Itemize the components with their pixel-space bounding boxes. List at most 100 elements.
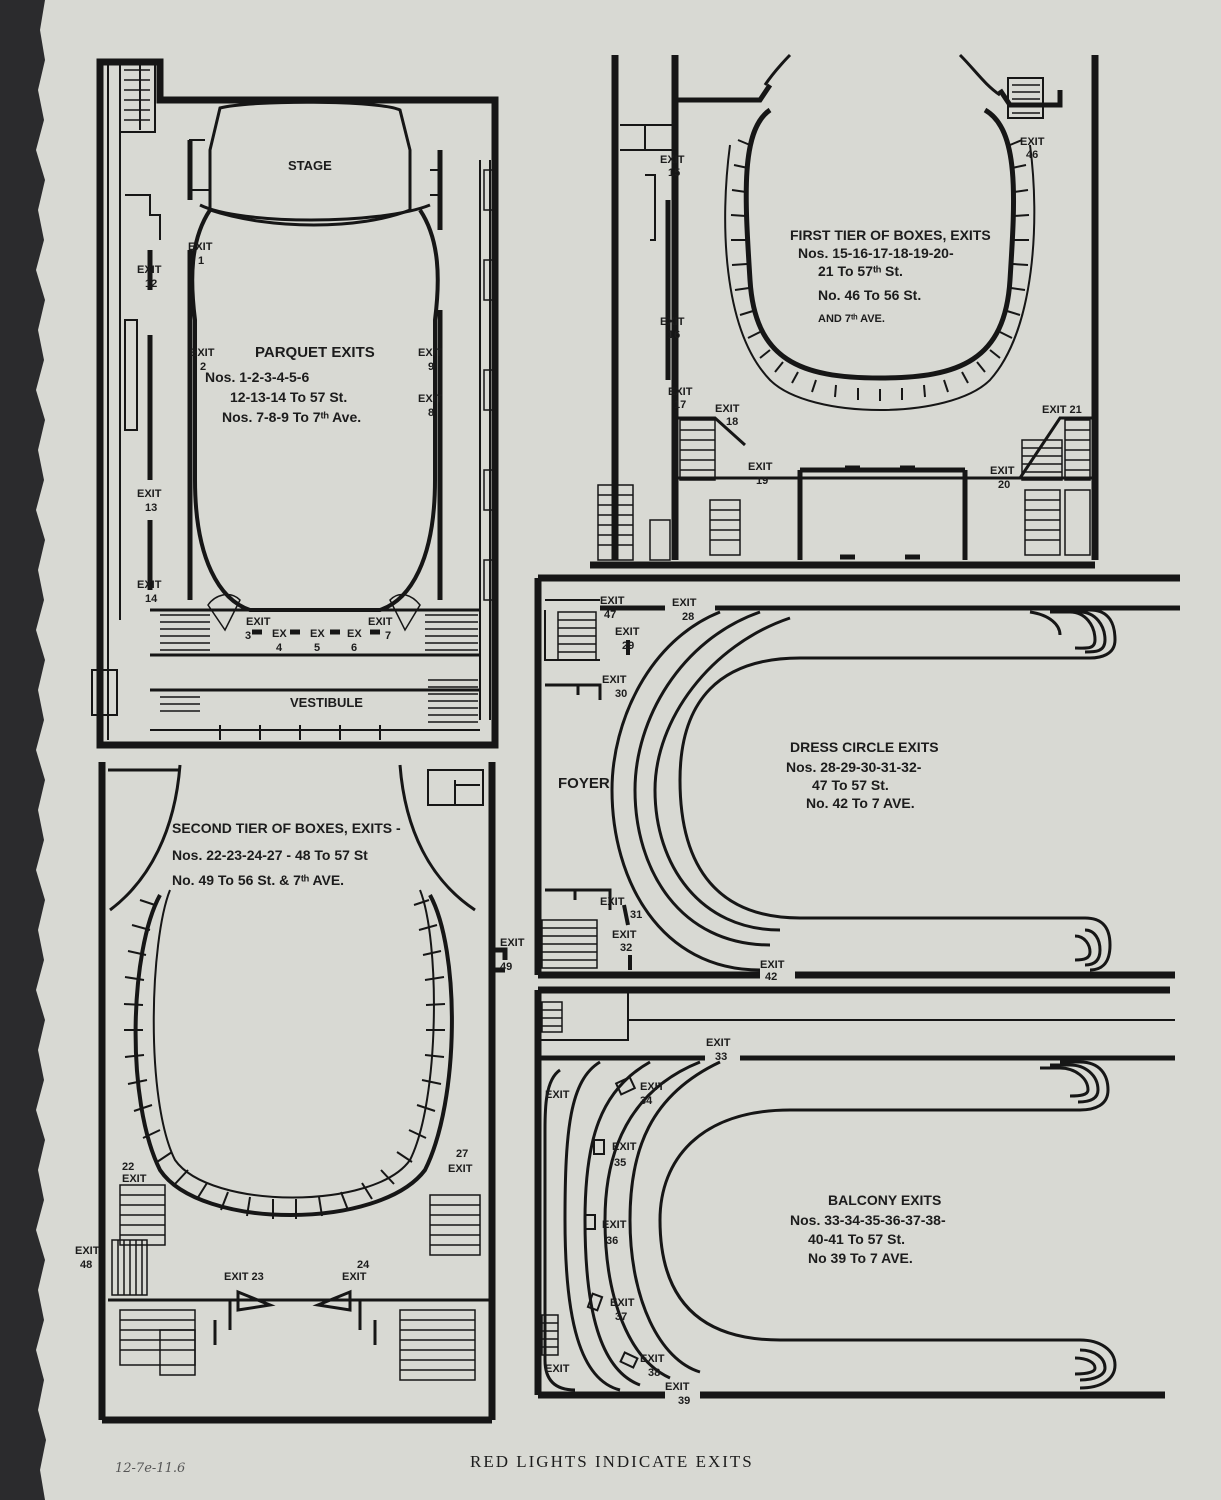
exit-46-num: 46 <box>1026 149 1038 161</box>
exit-39-label: EXIT <box>665 1381 690 1393</box>
exit-49-label: EXIT <box>500 937 525 949</box>
exit-18-num: 18 <box>726 416 738 428</box>
exit-1-num: 1 <box>198 255 204 267</box>
exit-33-label: EXIT <box>706 1037 731 1049</box>
exit-42-label: EXIT <box>760 959 785 971</box>
exit-35-num: 35 <box>614 1157 626 1169</box>
exit-9-label: EXIT <box>418 347 443 359</box>
exit-29-label: EXIT <box>615 626 640 638</box>
exit-34-num: 34 <box>640 1095 653 1107</box>
exit-7-num: 7 <box>385 630 391 642</box>
exit-15-label: EXIT <box>660 154 685 166</box>
first-tier-line-1: FIRST TIER OF BOXES, EXITS <box>790 227 991 243</box>
dress-circle-rows <box>610 608 1117 972</box>
exit-27-label: EXIT <box>448 1163 473 1175</box>
exit-16-num: 16 <box>668 329 680 341</box>
balcony-line-3: 40-41 To 57 St. <box>808 1231 905 1247</box>
dress-circle-line-4: No. 42 To 7 AVE. <box>806 795 915 811</box>
dress-circle-line-2: Nos. 28-29-30-31-32- <box>786 759 922 775</box>
exit-48-num: 48 <box>80 1259 92 1271</box>
exit-28-num: 28 <box>682 611 694 623</box>
exit-8-label: EXIT <box>418 393 443 405</box>
exit-29-num: 29 <box>622 640 634 652</box>
first-tier-line-2: Nos. 15-16-17-18-19-20- <box>798 245 954 261</box>
exit-32-label: EXIT <box>612 929 637 941</box>
exit-37-label: EXIT <box>610 1297 635 1309</box>
balcony-rows <box>543 1060 1117 1392</box>
exit-15-num: 15 <box>668 167 680 179</box>
exit-39-num: 39 <box>678 1395 690 1407</box>
handwritten-note: 12-7e-11.6 <box>115 1461 185 1476</box>
exit-7-label: EXIT <box>368 616 393 628</box>
balcony-line-1: BALCONY EXITS <box>828 1192 941 1208</box>
exit-2-num: 2 <box>200 361 206 373</box>
exit-19-num: 19 <box>756 475 768 487</box>
balcony-exit-bottom-label: EXIT <box>545 1363 570 1375</box>
exit-21-label: EXIT 21 <box>1042 404 1082 416</box>
footer-caption: RED LIGHTS INDICATE EXITS <box>470 1452 754 1471</box>
exit-38-num: 38 <box>648 1367 660 1379</box>
exit-1-label: EXIT <box>188 241 213 253</box>
parquet-line-2: 12-13-14 To 57 St. <box>230 389 347 405</box>
exit-31-num: 31 <box>630 909 642 921</box>
exit-49-num: 49 <box>500 961 512 973</box>
dress-circle-line-3: 47 To 57 St. <box>812 777 889 793</box>
exit-47-num: 47 <box>604 609 616 621</box>
exit-22-num: 22 <box>122 1161 134 1173</box>
exit-12-label: EXIT <box>137 264 162 276</box>
exit-14-num: 14 <box>145 593 158 605</box>
exit-31-label: EXIT <box>600 896 625 908</box>
exit-38-label: EXIT <box>640 1353 665 1365</box>
dress-circle-plan: FOYER DRESS CIRCLE EXITS Nos. 28-29-30-3… <box>534 574 1180 983</box>
foyer-label: FOYER <box>558 775 610 792</box>
second-tier-plan: SECOND TIER OF BOXES, EXITS - Nos. 22-23… <box>75 762 525 1424</box>
exit-12-num: 12 <box>145 278 157 290</box>
exit-37-num: 37 <box>615 1311 627 1323</box>
exit-35-label: EXIT <box>612 1141 637 1153</box>
second-tier-line-1: SECOND TIER OF BOXES, EXITS - <box>172 820 401 836</box>
exit-42-num: 42 <box>765 971 777 983</box>
exit-48-label: EXIT <box>75 1245 100 1257</box>
second-tier-box-ticks <box>123 899 446 1219</box>
second-tier-line-2: Nos. 22-23-24-27 - 48 To 57 St <box>172 847 368 863</box>
exit-17-label: EXIT <box>668 386 693 398</box>
exit-30-label: EXIT <box>602 674 627 686</box>
first-tier-line-5: AND 7ᵗʰ AVE. <box>818 313 885 325</box>
exit-20-label: EXIT <box>990 465 1015 477</box>
exit-4-label: EX <box>272 628 287 640</box>
exit-24-num: 24 <box>357 1259 370 1271</box>
vestibule-label: VESTIBULE <box>290 695 363 710</box>
exit-34-label: EXIT <box>640 1081 665 1093</box>
exit-28-label: EXIT <box>672 597 697 609</box>
exit-18-label: EXIT <box>715 403 740 415</box>
stage-label: STAGE <box>288 158 332 173</box>
exit-3-num: 3 <box>245 630 251 642</box>
parquet-plan: STAGE VESTIBULE PARQUET EXITS Nos. 1-2-3… <box>91 58 499 749</box>
exit-20-num: 20 <box>998 479 1010 491</box>
first-tier-box-ticks <box>730 139 1030 401</box>
balcony-exit-doors <box>584 1075 639 1369</box>
exit-9-num: 9 <box>428 361 434 373</box>
exit-2-label: EXIT <box>190 347 215 359</box>
balcony-line-2: Nos. 33-34-35-36-37-38- <box>790 1212 946 1228</box>
first-tier-line-4: No. 46 To 56 St. <box>818 287 921 303</box>
exit-32-num: 32 <box>620 942 632 954</box>
balcony-exit-top-label: EXIT <box>545 1089 570 1101</box>
exit-14-label: EXIT <box>137 579 162 591</box>
exit-47-label: EXIT <box>600 595 625 607</box>
exit-13-label: EXIT <box>137 488 162 500</box>
exit-13-num: 13 <box>145 502 157 514</box>
exit-16-label: EXIT <box>660 316 685 328</box>
exit-19-label: EXIT <box>748 461 773 473</box>
parquet-line-3: Nos. 7-8-9 To 7ᵗʰ Ave. <box>222 409 361 425</box>
exit-36-num: 36 <box>606 1235 618 1247</box>
exit-6-label: EX <box>347 628 362 640</box>
paper-sheet <box>36 0 1221 1500</box>
dress-circle-line-1: DRESS CIRCLE EXITS <box>790 739 939 755</box>
exit-27-num: 27 <box>456 1148 468 1160</box>
balcony-line-4: No 39 To 7 AVE. <box>808 1250 913 1266</box>
first-tier-plan: FIRST TIER OF BOXES, EXITS Nos. 15-16-17… <box>590 53 1099 569</box>
first-tier-line-3: 21 To 57ᵗʰ St. <box>818 263 903 279</box>
exit-30-num: 30 <box>615 688 627 700</box>
